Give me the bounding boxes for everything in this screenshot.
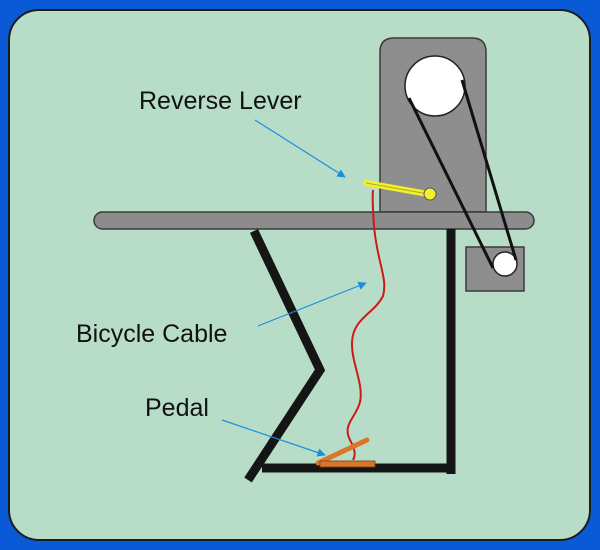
drive-belt-left: [407, 97, 495, 269]
left-leg: [244, 229, 326, 483]
reverse-lever-knob: [423, 187, 437, 201]
lower-pulley: [492, 251, 518, 277]
reverse-lever-label: Reverse Lever: [139, 87, 302, 115]
pedal-label: Pedal: [145, 394, 209, 422]
bicycle-cable-arrow: [257, 281, 367, 327]
drive-belt-right: [460, 79, 518, 261]
bicycle-cable: [346, 189, 386, 461]
reverse-lever-outline: [365, 182, 429, 195]
reverse-lever-arrow: [254, 119, 346, 178]
pedal-base: [319, 460, 376, 468]
pedal: [315, 437, 370, 466]
table-top: [93, 211, 535, 230]
bicycle-cable-label: Bicycle Cable: [76, 320, 227, 348]
pedal-arrow: [221, 419, 326, 457]
